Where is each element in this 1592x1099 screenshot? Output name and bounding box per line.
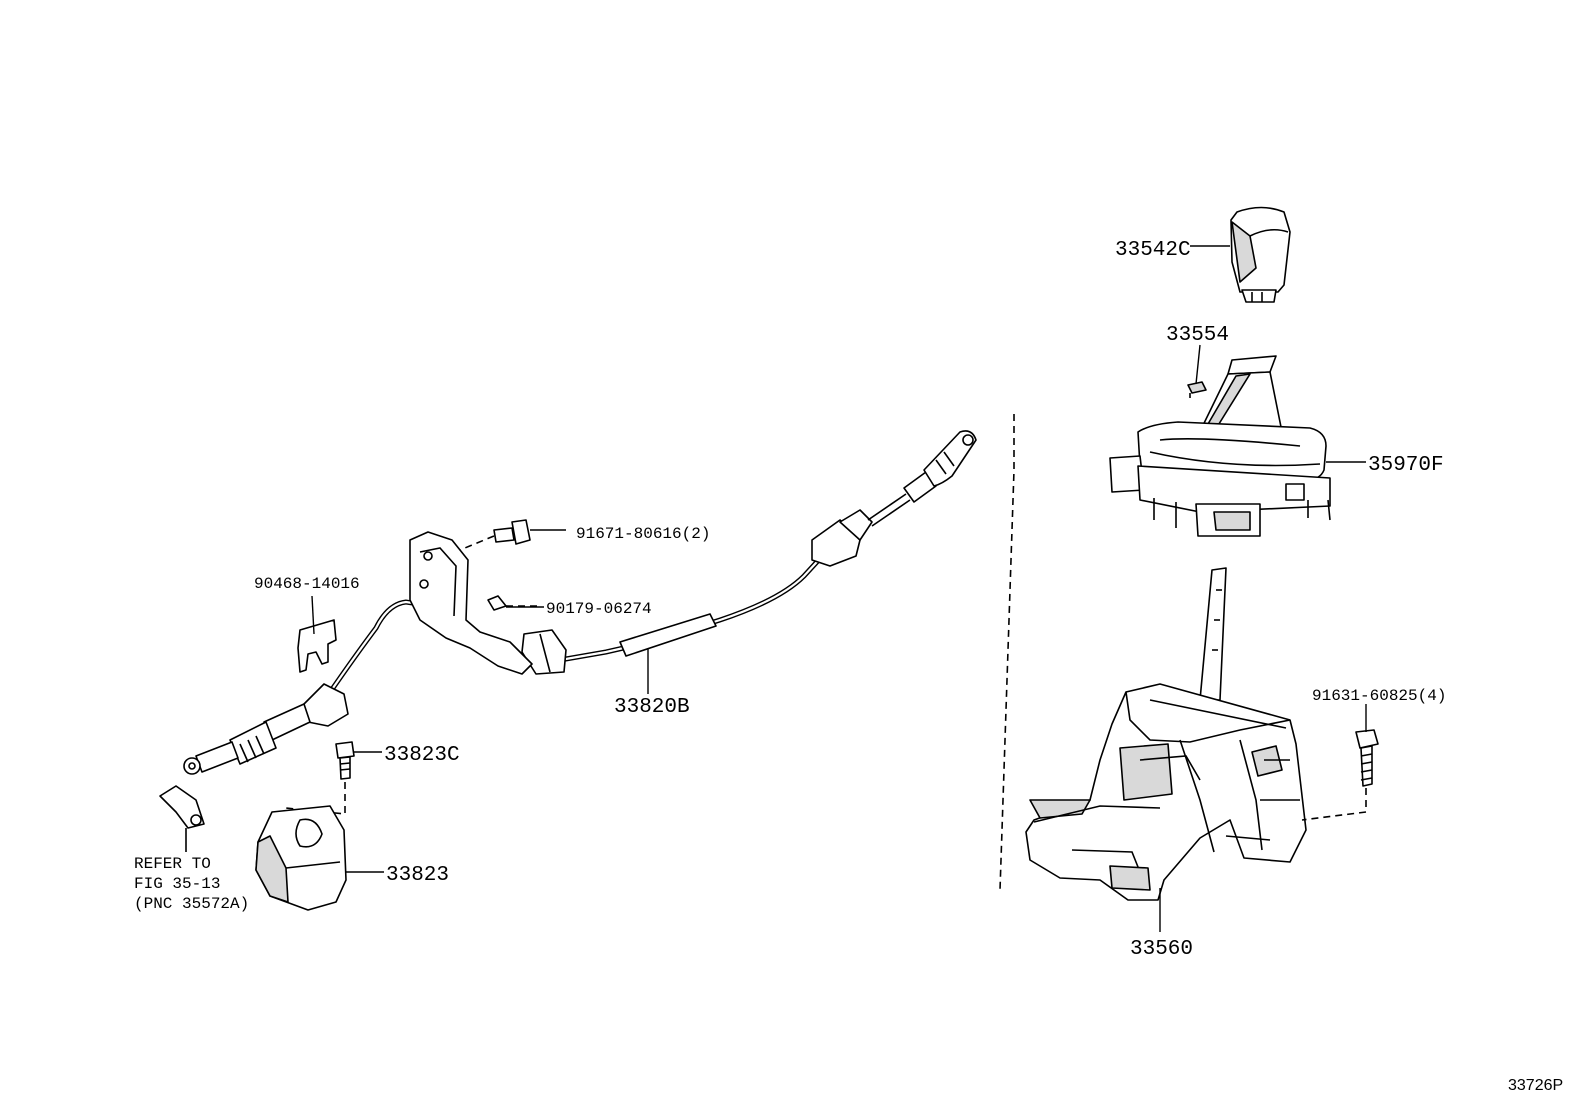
retainer-leader — [311, 595, 315, 635]
label-retainer: 90468-14016 — [254, 575, 360, 593]
clip-top-leader — [1195, 344, 1201, 385]
label-clip-top: 33554 — [1166, 324, 1229, 347]
refer-note-line1: REFER TO — [134, 855, 211, 873]
label-shifter-assy: 33560 — [1130, 938, 1193, 961]
bolt-91671-part — [493, 519, 531, 545]
refer-note-line3: (PNC 35572A) — [134, 895, 249, 913]
label-bolt-shifter: 91631-60825(4) — [1312, 687, 1446, 705]
cable-bracket-part — [409, 531, 533, 675]
label-clip-small: 90179-06274 — [546, 600, 652, 618]
label-knob: 33542C — [1115, 239, 1191, 262]
retainer-part — [297, 619, 337, 673]
label-indicator-housing: 35970F — [1368, 454, 1444, 477]
clip-90179-part — [487, 595, 507, 611]
shift-knob-part — [1230, 206, 1291, 303]
clip-33554-part — [1187, 381, 1207, 398]
refer-note-line2: FIG 35-13 — [134, 875, 220, 893]
refer-bracket-part — [159, 785, 205, 852]
label-bolt-small: 33823C — [384, 744, 460, 767]
label-bolt-bracket: 91671-80616(2) — [576, 525, 710, 543]
cover-part — [255, 805, 347, 911]
cable-shifter-dashline — [999, 414, 1015, 891]
label-cable: 33820B — [614, 696, 690, 719]
indicator-housing-part — [1109, 355, 1331, 537]
figure-code: 33726P — [1508, 1077, 1563, 1094]
bolt-91631-part — [1355, 729, 1379, 787]
bolt-33823c-part — [335, 741, 355, 780]
label-cover: 33823 — [386, 864, 449, 887]
bolt-bracket-dashline — [459, 535, 495, 551]
shifter-assembly-part — [1025, 567, 1307, 901]
bolt-shifter-dashline — [1301, 788, 1367, 821]
shift-cable-part — [183, 430, 977, 775]
